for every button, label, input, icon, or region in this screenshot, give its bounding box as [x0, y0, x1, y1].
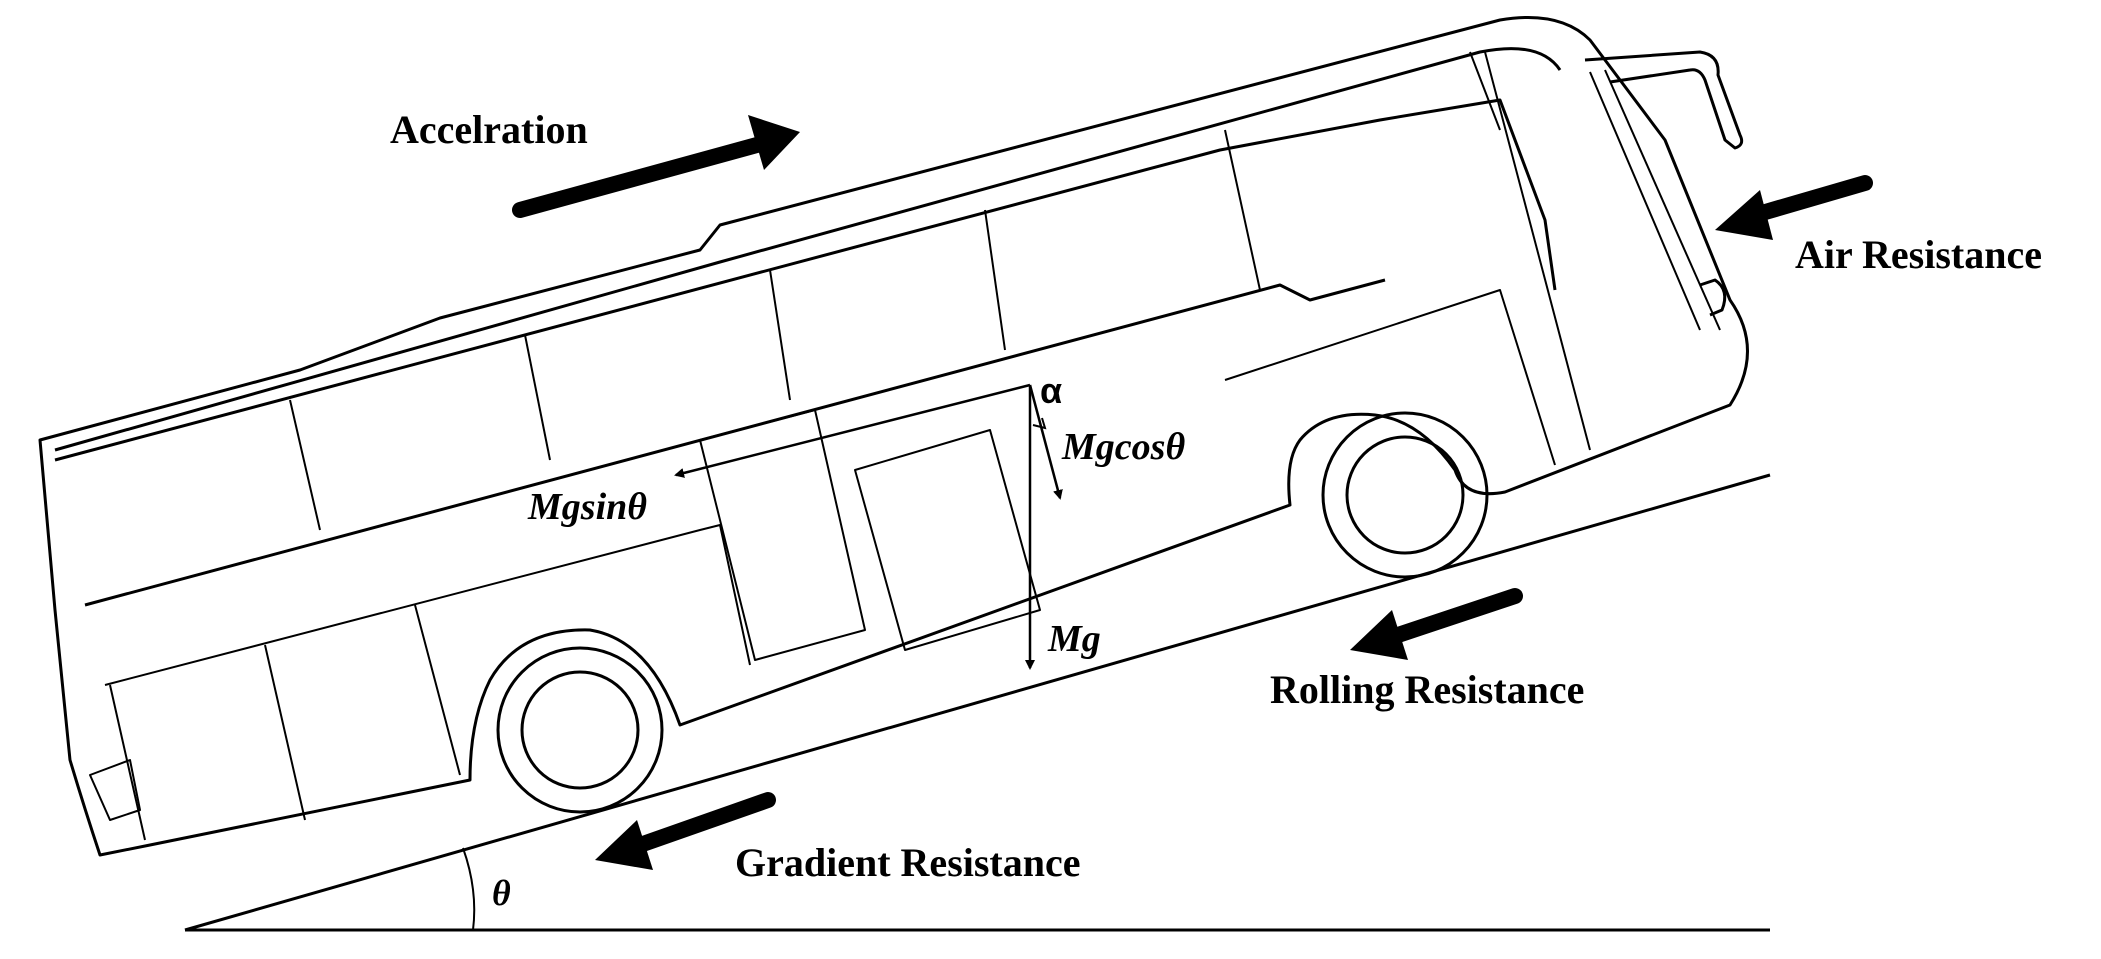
direction-arrows: [512, 115, 1873, 870]
mg-label: Mg: [1048, 618, 1101, 660]
air-resistance-label: Air Resistance: [1795, 232, 2042, 277]
lower-panel-line: [104, 524, 751, 686]
gradient-resistance-label: Gradient Resistance: [735, 840, 1081, 885]
mg-sin-label: Mgsinθ: [528, 486, 647, 528]
theta-label: θ: [492, 873, 511, 913]
bus-headlight: [1699, 278, 1727, 317]
air-resistance-arrow: [1715, 175, 1873, 240]
mg-sin-vector: [674, 383, 1031, 478]
upper-window-dividers: [289, 51, 1591, 531]
upper-window-band: [54, 98, 1557, 462]
slope-line: [184, 473, 1771, 932]
bus-roof-inner: [54, 47, 1562, 452]
lower-dividers: [109, 604, 461, 841]
ground: [184, 473, 1771, 932]
rolling-resistance-arrow: [1350, 588, 1523, 660]
angle-arc: [462, 847, 476, 931]
side-window-lower: [1224, 289, 1556, 466]
alpha-label: α: [1040, 370, 1063, 411]
bus: [38, 16, 1749, 857]
rear-wheel: [496, 646, 664, 814]
windshield-inner: [1604, 69, 1721, 331]
windshield-edge: [1469, 51, 1501, 131]
mg-cos-label: Mgcosθ: [1062, 426, 1186, 468]
mg-cos-vector: [1028, 384, 1063, 500]
acceleration-arrow: [512, 115, 800, 218]
windshield-inner-2: [1589, 71, 1701, 331]
right-angle-mark: [1032, 417, 1047, 430]
front-wheel: [1321, 411, 1489, 579]
lower-window-band: [84, 278, 1386, 607]
bus-mirror: [1584, 50, 1744, 150]
door-panel-2: [854, 429, 1041, 651]
door-panel: [699, 409, 866, 661]
bus-outline: [38, 16, 1749, 857]
force-vectors: [674, 383, 1063, 670]
rear-bumper: [89, 759, 141, 821]
gradient-resistance-arrow: [595, 792, 776, 870]
rolling-resistance-label: Rolling Resistance: [1270, 667, 1585, 712]
acceleration-label: Accelration: [390, 107, 588, 152]
